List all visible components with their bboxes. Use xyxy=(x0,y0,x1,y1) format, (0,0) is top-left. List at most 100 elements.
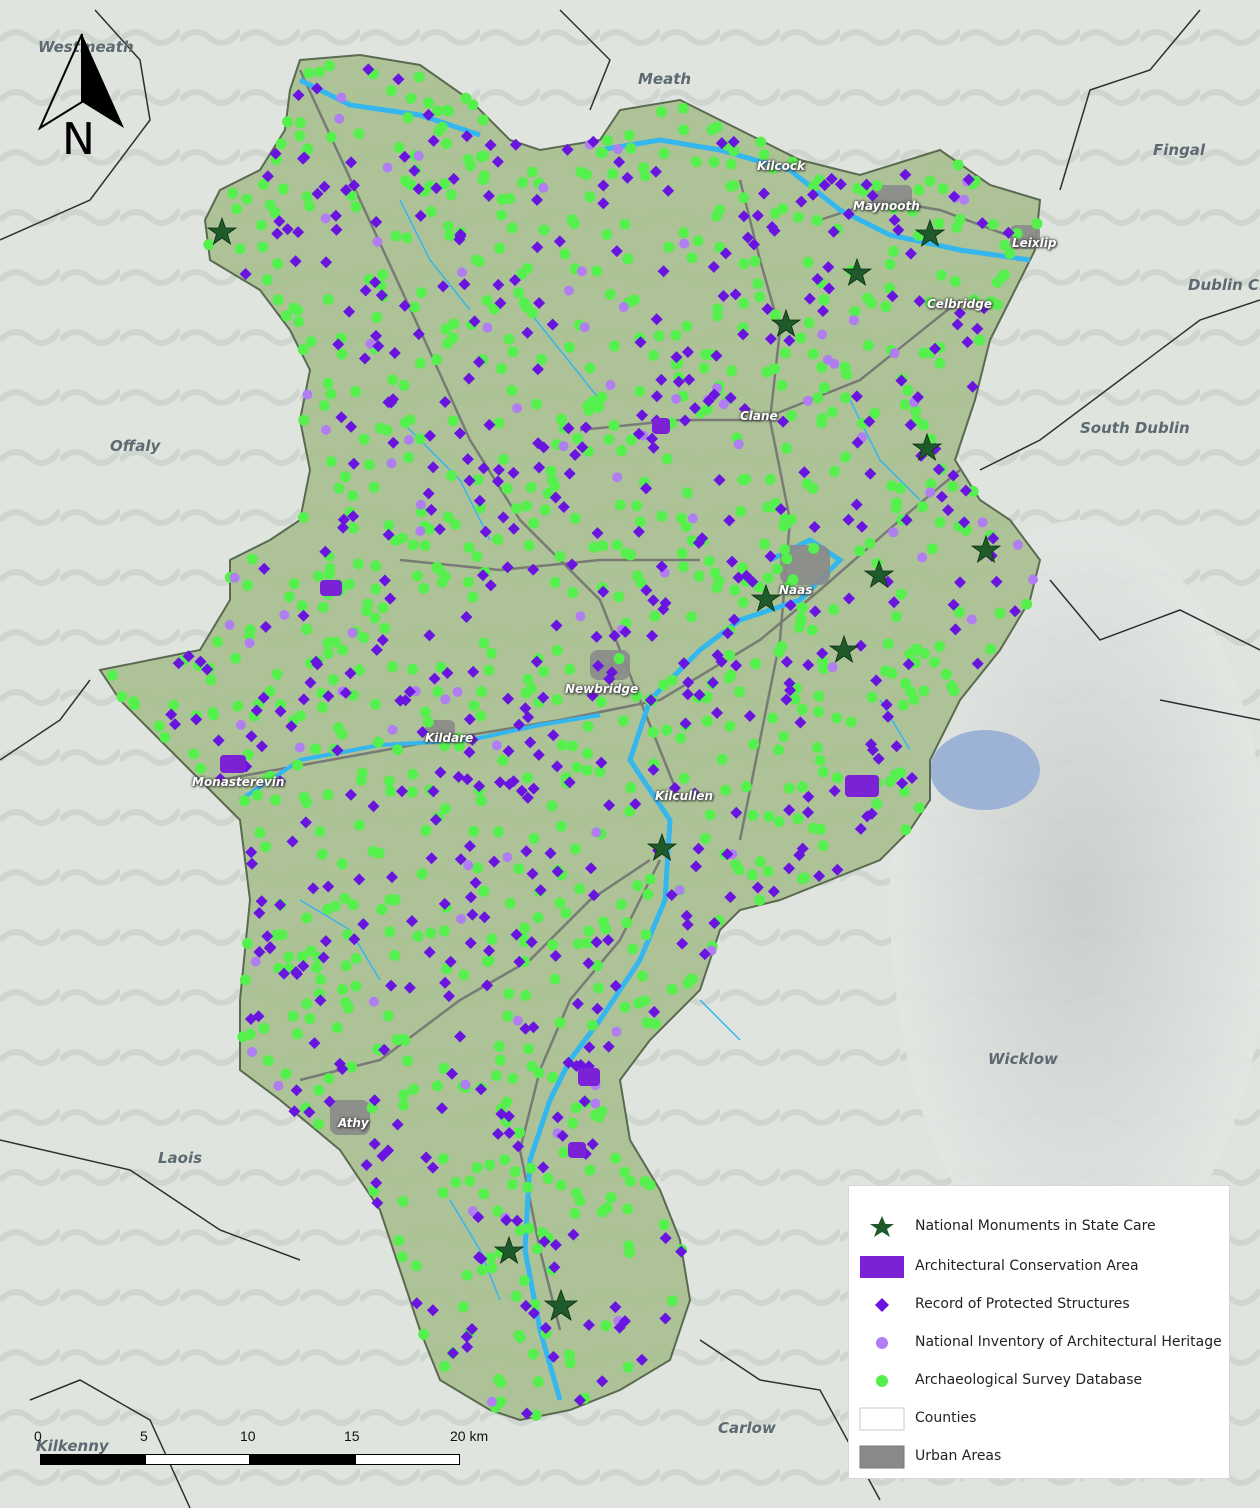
archaeological-site-point xyxy=(631,690,643,702)
archaeological-site-point xyxy=(631,570,643,582)
archaeological-site-point xyxy=(619,1001,631,1013)
archaeological-site-point xyxy=(634,385,646,397)
archaeological-site-point xyxy=(816,417,828,429)
archaeological-site-point xyxy=(513,1127,525,1139)
protected-structure-point xyxy=(452,770,465,783)
archaeological-site-point xyxy=(407,539,419,551)
archaeological-site-point xyxy=(398,379,410,391)
inventory-heritage-point xyxy=(491,740,502,751)
archaeological-site-point xyxy=(556,739,568,751)
protected-structure-point xyxy=(646,432,658,445)
protected-structure-point xyxy=(273,215,286,228)
protected-structure-point xyxy=(299,816,312,829)
town-label-clane: Clane xyxy=(740,409,778,423)
archaeological-site-point xyxy=(432,686,444,698)
inventory-heritage-point xyxy=(460,1079,471,1090)
protected-structure-point xyxy=(257,691,270,704)
archaeological-site-point xyxy=(533,1067,545,1079)
protected-structure-point xyxy=(502,692,514,705)
protected-structure-point xyxy=(194,655,207,668)
archaeological-site-point xyxy=(467,99,479,111)
archaeological-site-point xyxy=(601,1202,613,1214)
archaeological-site-point xyxy=(584,191,596,203)
archaeological-site-point xyxy=(670,329,682,341)
protected-structure-point xyxy=(278,967,290,980)
protected-structure-point xyxy=(597,585,610,598)
archaeological-site-point xyxy=(497,755,509,766)
archaeological-site-point xyxy=(725,669,737,681)
scale-segment xyxy=(355,1454,460,1465)
archaeological-site-point xyxy=(420,824,432,836)
archaeological-site-point xyxy=(314,66,325,78)
protected-structure-point xyxy=(464,937,477,949)
archaeological-site-point xyxy=(400,175,412,187)
archaeological-site-point xyxy=(780,518,792,530)
archaeological-site-point xyxy=(332,722,344,734)
protected-structure-point xyxy=(822,261,835,274)
archaeological-site-point xyxy=(724,720,736,732)
legend-item-protected-structures: Record of Protected Structures xyxy=(849,1290,1229,1320)
protected-structure-point xyxy=(376,1150,389,1162)
protected-structure-point xyxy=(882,710,894,723)
protected-structure-point xyxy=(729,288,742,301)
inventory-heritage-point xyxy=(612,472,623,483)
inventory-heritage-point xyxy=(611,1026,622,1037)
scale-segment xyxy=(145,1454,250,1465)
archaeological-site-point xyxy=(711,210,723,222)
archaeological-site-point xyxy=(941,668,952,680)
protected-structure-point xyxy=(692,842,705,855)
archaeological-site-point xyxy=(339,893,351,904)
archaeological-site-point xyxy=(490,1070,502,1082)
lilac-dot-icon xyxy=(876,1337,888,1349)
protected-structure-point xyxy=(738,403,751,415)
archaeological-site-point xyxy=(749,255,761,267)
archaeological-site-point xyxy=(828,604,840,616)
archaeological-site-point xyxy=(387,374,399,386)
archaeological-site-point xyxy=(670,358,682,370)
protected-structure-point xyxy=(336,1063,349,1075)
protected-structure-point xyxy=(971,657,984,670)
archaeological-site-point xyxy=(494,242,506,254)
archaeological-site-point xyxy=(862,339,874,351)
protected-structure-point xyxy=(677,657,690,670)
protected-structure-point xyxy=(314,994,327,1007)
inventory-heritage-point xyxy=(563,285,574,296)
inventory-heritage-point xyxy=(279,610,290,620)
town-label-leixlip: Leixlip xyxy=(1012,236,1057,250)
protected-structure-point xyxy=(906,772,918,784)
protected-structure-point xyxy=(347,510,360,523)
protected-structure-point xyxy=(721,627,734,640)
archaeological-site-point xyxy=(317,701,328,713)
protected-structure-point xyxy=(245,846,258,859)
protected-structure-point xyxy=(274,775,287,788)
protected-structure-point xyxy=(463,713,476,726)
archaeological-site-point xyxy=(611,539,623,551)
protected-structure-point xyxy=(420,1151,433,1164)
protected-structure-point xyxy=(629,798,642,810)
protected-structure-point xyxy=(842,208,855,221)
inventory-heritage-point xyxy=(718,399,729,410)
archaeological-site-point xyxy=(604,288,616,300)
archaeological-site-point xyxy=(379,622,391,634)
protected-structure-point xyxy=(463,474,476,487)
archaeological-site-point xyxy=(594,766,606,778)
inventory-heritage-point xyxy=(612,144,623,155)
archaeological-site-point xyxy=(818,662,830,674)
archaeological-site-point xyxy=(358,632,370,644)
protected-structure-point xyxy=(619,1315,631,1328)
protected-structure-point xyxy=(484,579,497,592)
archaeological-site-point xyxy=(813,706,824,718)
protected-structure-point xyxy=(751,209,764,222)
archaeological-site-point xyxy=(501,483,513,495)
protected-structure-point xyxy=(319,935,332,948)
protected-structure-point xyxy=(255,740,268,753)
archaeological-site-point xyxy=(678,227,690,239)
protected-structure-point xyxy=(201,663,214,676)
protected-structure-point xyxy=(344,667,357,680)
archaeological-site-point xyxy=(737,596,749,608)
protected-structure-point xyxy=(551,760,564,773)
protected-structure-point xyxy=(596,1375,609,1388)
protected-structure-point xyxy=(537,441,550,454)
archaeological-site-point xyxy=(725,180,737,192)
